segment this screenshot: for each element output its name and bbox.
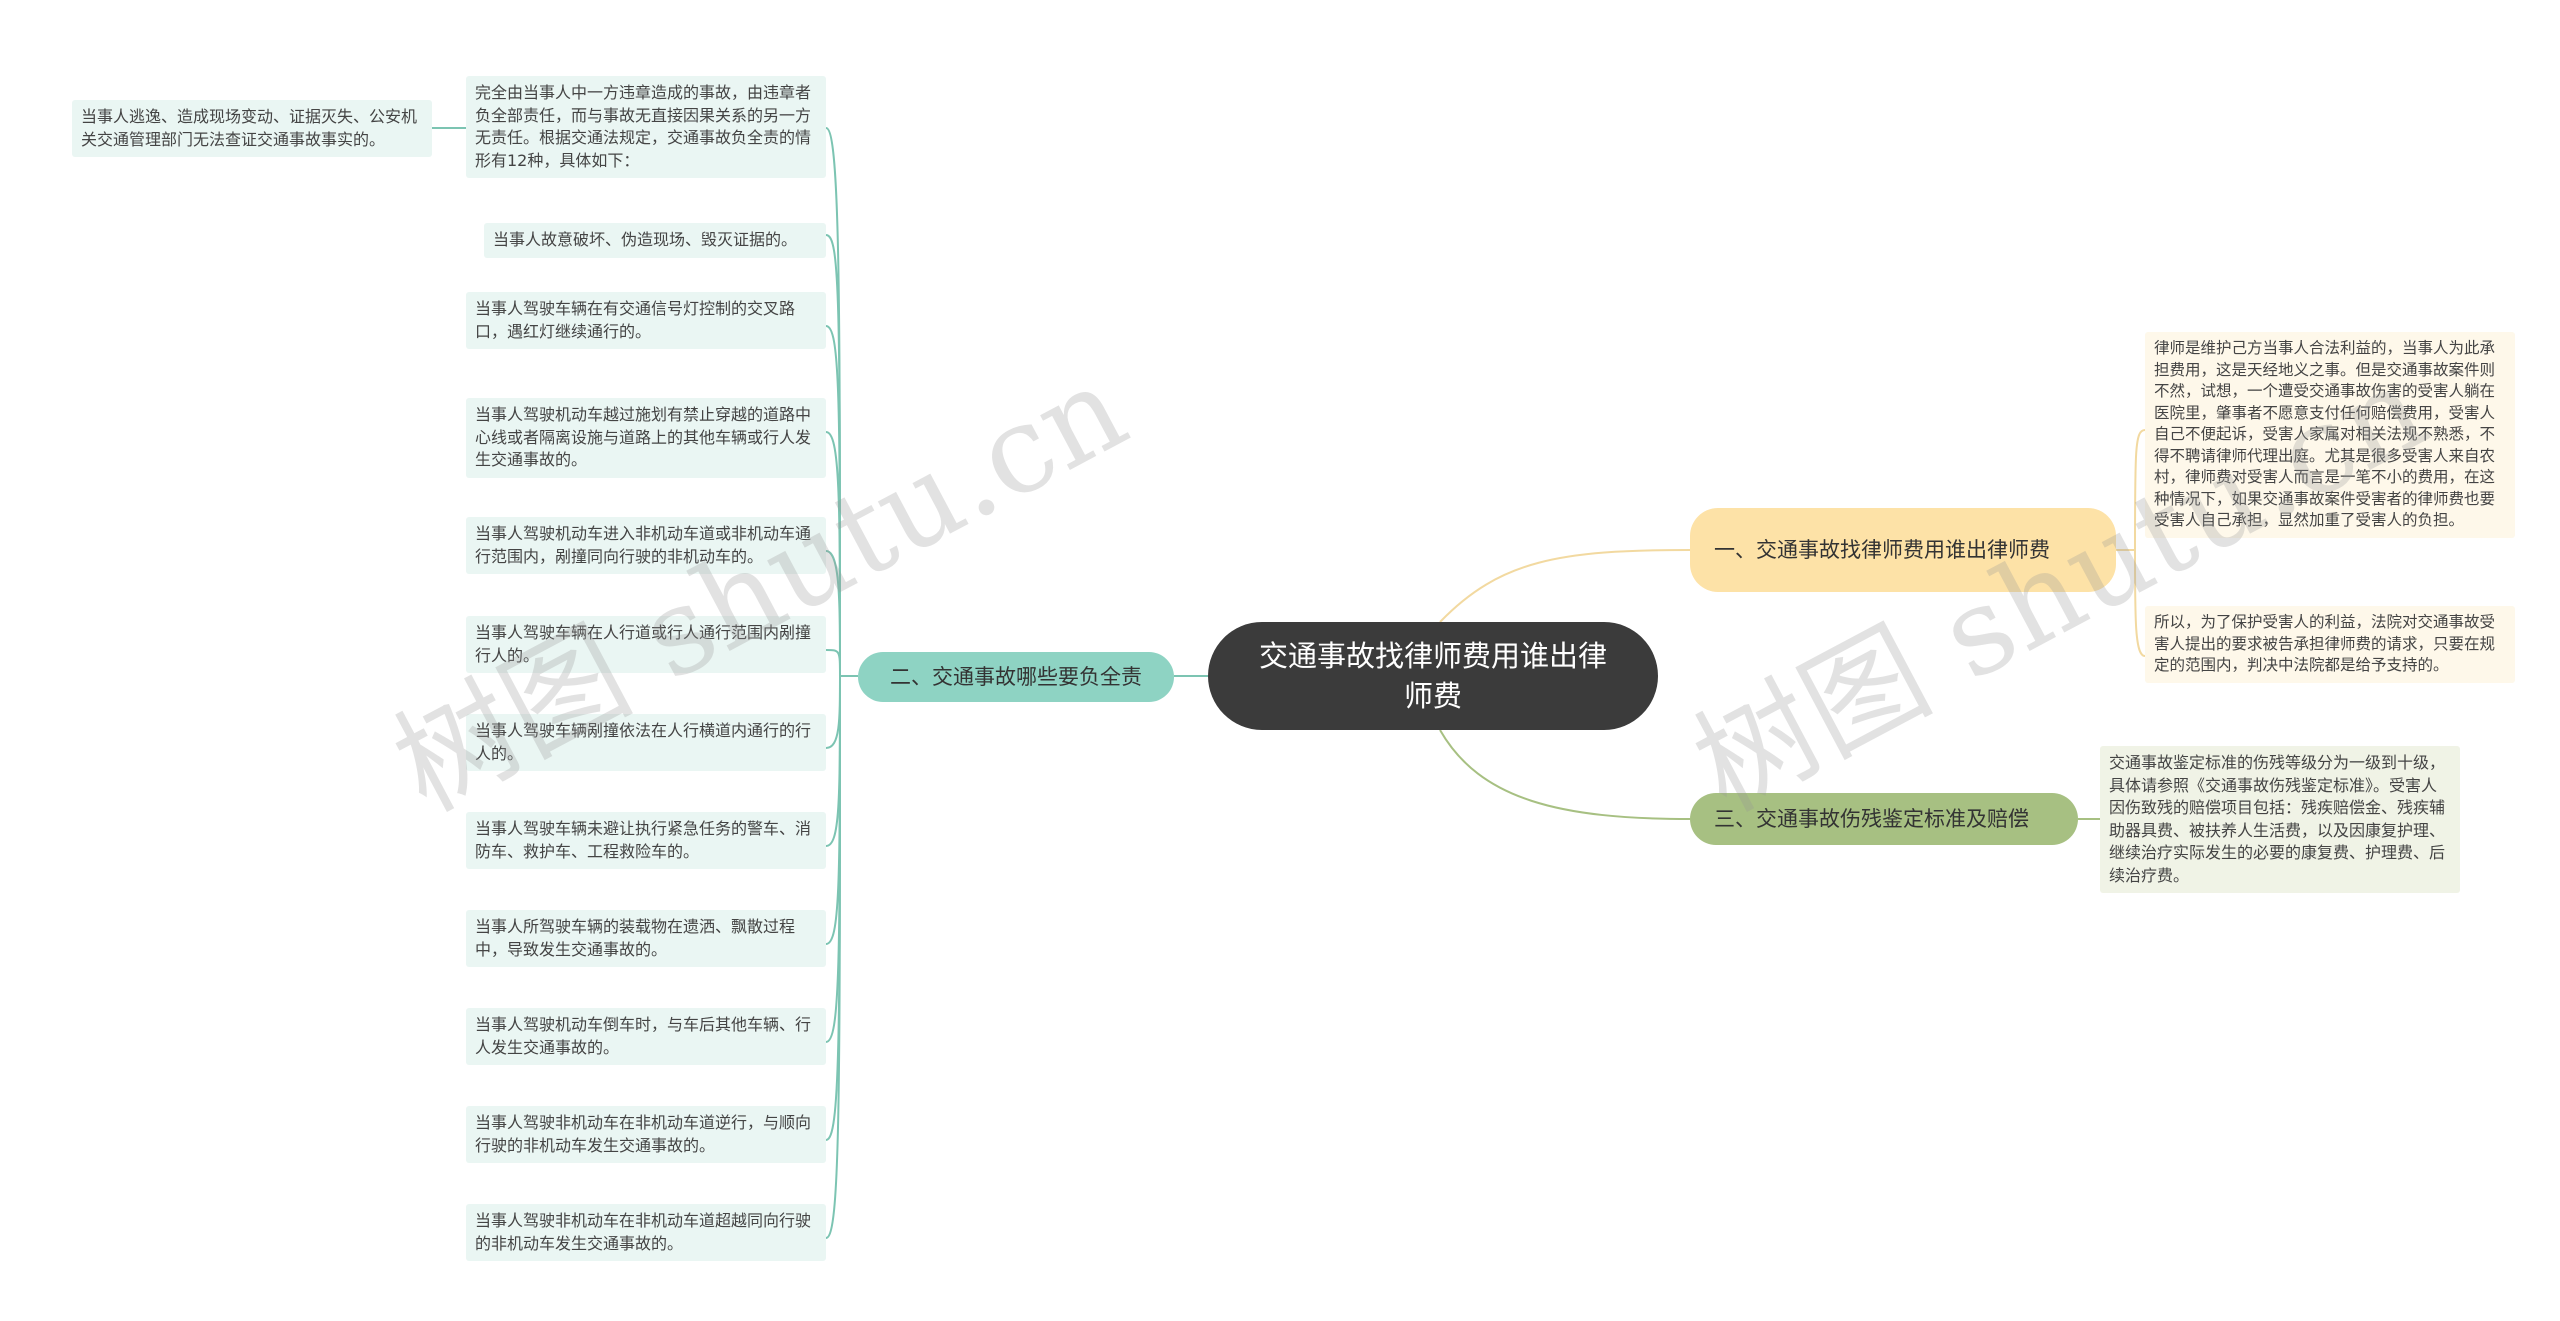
connector-right1-leaves [2115,429,2146,657]
leaf-reversing[interactable]: 当事人驾驶机动车倒车时，与车后其他车辆、行人发生交通事故的。 [466,1008,826,1065]
leaf-crosswalk[interactable]: 当事人驾驶车辆剐撞依法在人行横道内通行的行人的。 [466,714,826,771]
leaf-disability-compensation[interactable]: 交通事故鉴定标准的伤残等级分为一级到十级，具体请参照《交通事故伤残鉴定标准》。受… [2100,746,2460,893]
branch-full-liability[interactable]: 二、交通事故哪些要负全责 [858,652,1174,702]
leaf-wrong-way[interactable]: 当事人驾驶非机动车在非机动车道逆行，与顺向行驶的非机动车发生交通事故的。 [466,1106,826,1163]
leaf-sidewalk[interactable]: 当事人驾驶车辆在人行道或行人通行范围内剐撞行人的。 [466,616,826,673]
branch-disability-standard[interactable]: 三、交通事故伤残鉴定标准及赔偿 [1690,793,2078,845]
leaf-cargo-spill[interactable]: 当事人所驾驶车辆的装载物在遗洒、飘散过程中，导致发生交通事故的。 [466,910,826,967]
leaf-full-liability-intro[interactable]: 完全由当事人中一方违章造成的事故，由违章者负全部责任，而与事故无直接因果关系的另… [466,76,826,178]
leaf-nonmotor-lane[interactable]: 当事人驾驶机动车进入非机动车道或非机动车通行范围内，剐撞同向行驶的非机动车的。 [466,517,826,574]
connector-root-right3 [1439,729,1691,820]
connector-root-right1 [1439,549,1691,623]
leaf-overtaking[interactable]: 当事人驾驶非机动车在非机动车道超越同向行驶的非机动车发生交通事故的。 [466,1204,826,1261]
root-topic[interactable]: 交通事故找律师费用谁出律师费 [1208,622,1658,730]
connector-left-leaves [432,126,859,1239]
branch-lawyer-fee[interactable]: 一、交通事故找律师费用谁出律师费 [1690,508,2116,592]
leaf-red-light[interactable]: 当事人驾驶车辆在有交通信号灯控制的交叉路口，遇红灯继续通行的。 [466,292,826,349]
leaf-escape-scene[interactable]: 当事人逃逸、造成现场变动、证据灭失、公安机关交通管理部门无法查证交通事故事实的。 [72,100,432,157]
leaf-center-line[interactable]: 当事人驾驶机动车越过施划有禁止穿越的道路中心线或者隔离设施与道路上的其他车辆或行… [466,398,826,478]
leaf-destroy-evidence[interactable]: 当事人故意破坏、伪造现场、毁灭证据的。 [484,223,826,258]
leaf-court-support[interactable]: 所以，为了保护受害人的利益，法院对交通事故受害人提出的要求被告承担律师费的请求，… [2145,606,2515,683]
leaf-emergency-vehicle[interactable]: 当事人驾驶车辆未避让执行紧急任务的警车、消防车、救护车、工程救险车的。 [466,812,826,869]
leaf-lawyer-fee-explain[interactable]: 律师是维护己方当事人合法利益的，当事人为此承担费用，这是天经地义之事。但是交通事… [2145,332,2515,538]
